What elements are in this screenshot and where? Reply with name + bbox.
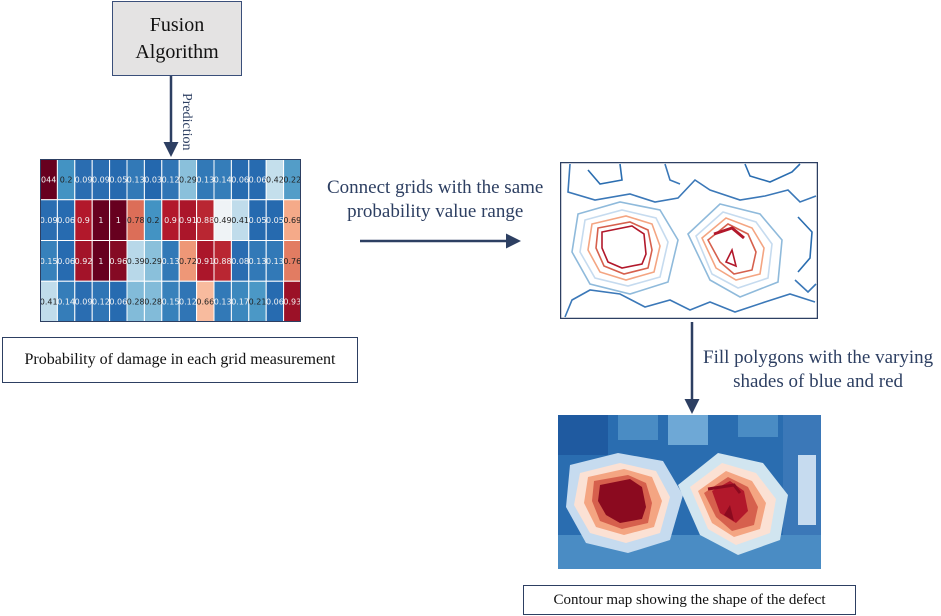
grid-cell-value: 0.93 [283, 298, 301, 307]
grid-cell-value: 0.09 [75, 298, 93, 307]
grid-cell-value: 0.06 [57, 257, 75, 266]
grid-cell-value: 0.28 [127, 298, 145, 307]
fill-label-line1: Fill polygons with the varying [703, 347, 934, 368]
grid-cell-value: 0.39 [127, 257, 145, 266]
grid-cell-value: 0.2 [147, 216, 160, 225]
grid-cell-value: 0.06 [249, 175, 267, 184]
grid-cell-value: 0.41 [40, 298, 58, 307]
grid-cell-value: 0.05 [266, 216, 284, 225]
contour-caption: Contour map showing the shape of the def… [523, 585, 856, 615]
grid-cell-value: 0.76 [283, 257, 301, 266]
grid-cell-value: 0.13 [266, 257, 284, 266]
grid-cell-value: 0.69 [283, 216, 301, 225]
grid-cell-value: 0.12 [162, 175, 180, 184]
grid-cell-value: 0.06 [231, 175, 249, 184]
grid-cell-value: 0.2 [60, 175, 73, 184]
grid-cell-value: 0.28 [144, 298, 162, 307]
contour-line-map [560, 162, 818, 319]
grid-cell-value: 0.13 [214, 298, 232, 307]
grid-cell-value: 0.17 [231, 298, 249, 307]
grid-cell-value: 0.22 [283, 175, 301, 184]
grid-cell-value: 0.13 [127, 175, 145, 184]
grid-cell [283, 280, 301, 322]
grid-cell-value: 0.21 [249, 298, 267, 307]
connect-label-line1: Connect grids with the same [327, 177, 544, 198]
prediction-label: Prediction [179, 93, 194, 151]
grid-cell-value: 0.09 [40, 216, 58, 225]
grid-cell-value: 0.09 [75, 175, 93, 184]
filled-contour-map [558, 415, 821, 569]
grid-cell-value: 0.15 [40, 257, 58, 266]
grid-cell-value: 0.96 [109, 257, 127, 266]
grid-cell-value: 0.05 [109, 175, 127, 184]
fusion-algorithm-line1: Fusion [149, 13, 205, 36]
fusion-algorithm-box: Fusion Algorithm [112, 1, 242, 76]
grid-cell-value: 0.9 [164, 216, 177, 225]
grid-border [40, 159, 301, 322]
connect-label-line2: probability value range [347, 200, 524, 222]
grid-cell-value: 0.91 [196, 257, 214, 266]
grid-cell-value: 0.06 [57, 216, 75, 225]
filled-contour-svg [558, 415, 821, 569]
grid-cell-value: 0.66 [196, 298, 214, 307]
grid-cell-value: 1 [98, 257, 103, 266]
grid-cell-value: 0.06 [266, 298, 284, 307]
grid-cell-value: 0.92 [75, 257, 93, 266]
grid-cell-value: 0.29 [179, 175, 197, 184]
connect-grids-label: Connect grids with the same probability … [327, 176, 543, 224]
grid-cell-value: 0.14 [214, 175, 232, 184]
grid-cell-value: 0.13 [196, 175, 214, 184]
contour-line-svg [560, 162, 818, 319]
grid-cell-value: 0.12 [179, 298, 197, 307]
grid-cell-value: 0.08 [231, 257, 249, 266]
grid-cell-value: 0.91 [179, 216, 197, 225]
grid-cell-value: 0.13 [162, 257, 180, 266]
grid-cell-value: 1 [116, 216, 121, 225]
grid-cell-value: 0.49 [214, 216, 232, 225]
grid-cell-value: 0.9 [77, 216, 90, 225]
grid-caption: Probability of damage in each grid measu… [2, 337, 358, 383]
grid-cell-value: 0.03 [144, 175, 162, 184]
grid-cell-value: 0.29 [144, 257, 162, 266]
grid-cell-value: 044 [41, 175, 56, 184]
grid-cell-value: 0.42 [266, 175, 284, 184]
grid-cell-value: 0.14 [57, 298, 75, 307]
grid-cell-value: 0.88 [196, 216, 214, 225]
grid-cell-value: 0.72 [179, 257, 197, 266]
fill-label-line2: shades of blue and red [733, 370, 903, 392]
grid-cell-value: 0.13 [249, 257, 267, 266]
grid-cell-value: 0.15 [162, 298, 180, 307]
grid-cell-value: 0.78 [127, 216, 145, 225]
grid-cell-value: 1 [98, 216, 103, 225]
fusion-algorithm-line2: Algorithm [135, 40, 219, 63]
grid-cell-value: 0.09 [92, 175, 110, 184]
grid-cell-value: 0.88 [214, 257, 232, 266]
fill-polygons-label: Fill polygons with the varying shades of… [703, 346, 933, 394]
grid-cell-value: 0.41 [231, 216, 249, 225]
grid-cell-value: 0.06 [109, 298, 127, 307]
grid-cell-value: 0.12 [92, 298, 110, 307]
grid-cell-value: 0.05 [249, 216, 267, 225]
